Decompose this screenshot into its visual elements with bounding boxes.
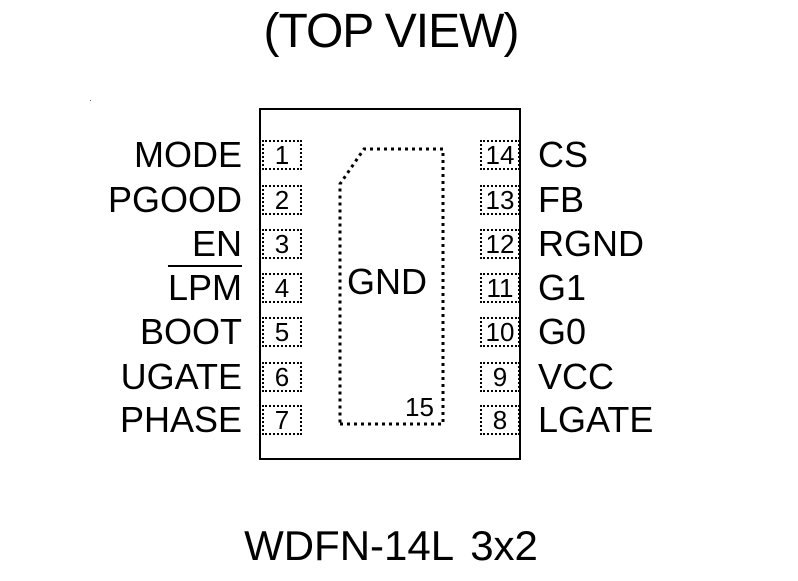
pin-pad-9: 9	[480, 362, 520, 392]
package-outline	[259, 108, 521, 460]
pin-pad-2: 2	[262, 185, 302, 215]
pin-label-lpm: LPM	[167, 267, 242, 308]
package-name: WDFN-14L 3x2	[244, 522, 538, 569]
pin-number-13: 13	[485, 185, 515, 215]
pin-pad-11: 11	[480, 273, 520, 303]
pin-number-6: 6	[274, 362, 290, 392]
pin-number-14: 14	[485, 140, 515, 170]
pin-pad-5: 5	[262, 317, 302, 347]
pin-label-g0: G0	[538, 311, 587, 352]
pin-number-11: 11	[486, 273, 514, 303]
pin-label-pgood: PGOOD	[107, 179, 242, 220]
pin-number-9: 9	[492, 362, 508, 392]
pin-number-7: 7	[274, 405, 290, 435]
pin-number-5: 5	[274, 317, 290, 347]
pin-label-en: EN	[191, 223, 242, 264]
pin-label-cs: CS	[538, 134, 589, 175]
pin-label-vcc: VCC	[538, 356, 615, 397]
pin-pad-7: 7	[262, 405, 302, 435]
pin-label-g1: G1	[538, 267, 587, 308]
pin-label-boot: BOOT	[139, 311, 242, 352]
pin-pad-10: 10	[480, 317, 520, 347]
pin-pad-4: 4	[262, 273, 302, 303]
pin-number-4: 4	[274, 273, 290, 303]
pin-number-1: 1	[274, 140, 290, 170]
pin-number-3: 3	[274, 229, 290, 259]
pin-label-mode: MODE	[134, 134, 242, 175]
pin-number-12: 12	[485, 229, 515, 259]
pin-number-8: 8	[492, 405, 508, 435]
pin-pad-6: 6	[262, 362, 302, 392]
pin-number-10: 10	[485, 317, 515, 347]
exposed-pad-number: 15	[405, 392, 434, 422]
diagram-title: (TOP VIEW)	[263, 5, 520, 58]
pin-label-phase: PHASE	[119, 399, 242, 440]
exposed-pad-label: GND	[347, 261, 427, 302]
pin-label-ugate: UGATE	[120, 356, 242, 397]
pin-pad-3: 3	[262, 229, 302, 259]
pin-pad-8: 8	[480, 405, 520, 435]
pin-pad-14: 14	[480, 140, 520, 170]
pin-pad-12: 12	[480, 229, 520, 259]
pin-number-2: 2	[274, 185, 290, 215]
pin-pad-1: 1	[262, 140, 302, 170]
stray-dot	[90, 100, 91, 101]
pin-label-rgnd: RGND	[538, 223, 644, 264]
pin-pad-13: 13	[480, 185, 520, 215]
pin-label-fb: FB	[538, 179, 585, 220]
pin-label-lgate: LGATE	[538, 399, 654, 440]
